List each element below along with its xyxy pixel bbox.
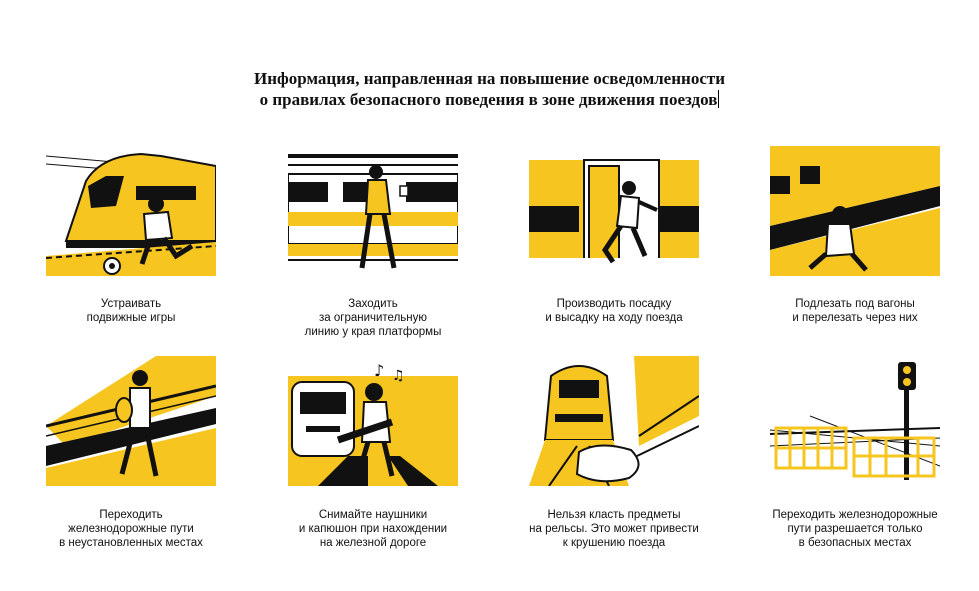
person-crawling-under-wagon-icon — [770, 146, 940, 276]
objects-on-rails-icon — [529, 356, 699, 486]
caption-2-line-2: за ограничительную — [318, 312, 427, 324]
person-with-headphones-on-tracks-icon: ♪ ♫ — [288, 356, 458, 486]
safe-crossing-traffic-light-icon — [770, 356, 940, 486]
caption-3: Производить посадку и высадку на ходу по… — [504, 297, 724, 325]
caption-6: Снимайте наушники и капюшон при нахожден… — [263, 508, 483, 550]
caption-1-line-2: подвижные игры — [86, 312, 176, 324]
caption-5-line-3: в неустановленных местах — [59, 537, 203, 549]
caption-4: Подлезать под вагоны и перелезать через … — [745, 297, 965, 325]
caption-7-line-3: к крушению поезда — [562, 537, 666, 549]
svg-text:♫: ♫ — [392, 368, 405, 384]
caption-2-line-1: Заходить — [348, 298, 398, 310]
caption-6-line-3: на железной дороге — [319, 537, 427, 549]
caption-7-line-1: Нельзя класть предметы — [547, 509, 681, 521]
text-cursor — [718, 90, 720, 108]
caption-8-line-2: пути разрешается только — [787, 523, 923, 535]
caption-7: Нельзя класть предметы на рельсы. Это мо… — [504, 508, 724, 550]
caption-5: Переходить железнодорожные пути в неуста… — [21, 508, 241, 550]
caption-3-line-2: и высадку на ходу поезда — [545, 312, 683, 324]
caption-5-line-1: Переходить — [99, 509, 163, 521]
person-jumping-off-moving-train-icon — [529, 146, 699, 276]
caption-8-line-3: в безопасных местах — [798, 537, 912, 549]
caption-7-line-2: на рельсы. Это может привести — [529, 523, 699, 535]
title-line-2-text: о правилах безопасного поведения в зоне … — [259, 90, 718, 109]
title-line-2: о правилах безопасного поведения в зоне … — [0, 89, 979, 110]
caption-6-line-2: и капюшон при нахождении — [298, 523, 448, 535]
caption-4-line-1: Подлезать под вагоны — [795, 298, 915, 310]
caption-2-line-3: линию у края платформы — [304, 326, 442, 338]
caption-4-line-2: и перелезать через них — [792, 312, 918, 324]
caption-8-line-1: Переходить железнодорожные — [772, 509, 938, 521]
caption-5-line-2: железнодорожные пути — [68, 523, 194, 535]
caption-1-line-1: Устраивать — [100, 298, 162, 310]
woman-crossing-platform-line-icon — [288, 146, 458, 276]
caption-6-line-1: Снимайте наушники — [318, 509, 428, 521]
caption-3-line-1: Производить посадку — [556, 298, 672, 310]
caption-2: Заходить за ограничительную линию у края… — [263, 297, 483, 339]
caption-1: Устраивать подвижные игры — [21, 297, 241, 325]
svg-text:♪: ♪ — [374, 361, 384, 380]
person-walking-on-tracks-icon — [46, 356, 216, 486]
caption-8: Переходить железнодорожные пути разрешае… — [745, 508, 965, 550]
title-line-1: Информация, направленная на повышение ос… — [253, 69, 726, 88]
page-title: Информация, направленная на повышение ос… — [0, 68, 979, 110]
kid-playing-ball-near-train-icon — [46, 146, 216, 276]
